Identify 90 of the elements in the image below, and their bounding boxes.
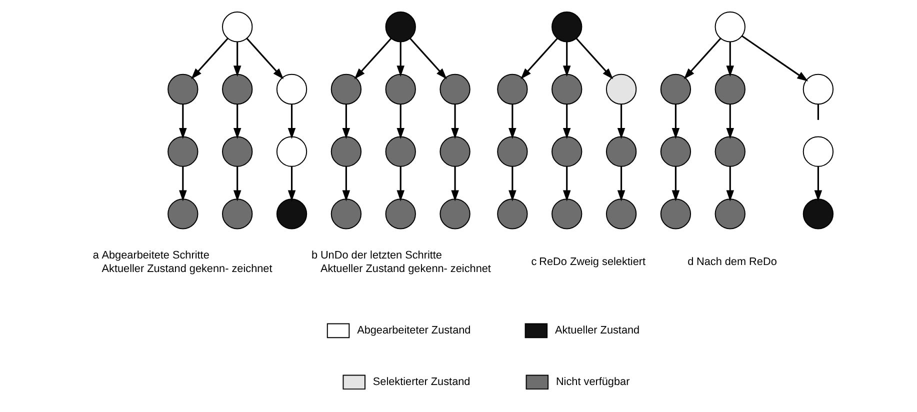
node-circle [276,198,308,230]
node-circle [802,136,834,167]
arrow [396,104,404,140]
node-circle [222,198,253,230]
node-circle [385,136,416,167]
node-circle [385,198,416,230]
label: Nach dem ReDo [696,256,777,268]
arrow [179,166,187,202]
arrow [342,104,350,140]
legend-label: Abgearbeiteter Zustand [357,324,471,336]
legend-label: Aktueller Zustand [554,324,640,336]
arrow [672,166,680,202]
node-circle [385,74,416,105]
node-circle [660,198,692,230]
legend-label: Selektierter Zustand [372,376,470,388]
arrow [726,104,734,140]
label: ReDo Zweig selektiert [539,256,646,268]
arrow [726,166,734,202]
arrow [576,38,614,80]
node-circle [497,136,528,167]
arrow [672,104,680,140]
node-circle [714,198,746,230]
label: c [531,256,537,268]
node-circle [168,198,198,230]
arrow [684,38,722,80]
node-circle [660,74,692,105]
arrow [354,38,392,80]
node-circle [660,136,692,167]
arrow [562,104,571,140]
node-circle [552,136,582,167]
arrow [179,104,187,140]
node-circle [440,74,470,105]
arrow [617,104,626,140]
arrow [288,166,296,202]
node-circle [552,12,582,42]
node-circle [497,198,528,230]
label: Aktueller Zustand gekenn- zeichnet [320,263,491,276]
arrow [233,104,242,140]
node-circle [714,74,746,105]
arrow [451,166,459,202]
arrow [246,38,284,80]
node-circle [440,198,470,230]
node-circle [330,74,362,105]
node-circle [222,136,253,167]
arrow [508,104,516,140]
arrow [562,42,571,77]
node-circle [714,12,746,42]
arrow [396,42,404,77]
arrow [191,38,228,80]
node-circle [385,12,416,42]
arrow [562,166,571,202]
node-circle [168,74,198,105]
node-circle [276,136,308,167]
node-circle [714,136,746,167]
node-circle [552,198,582,230]
node-circle [330,136,362,167]
connector [817,104,819,120]
arrow [396,166,404,202]
node-circle [222,74,253,105]
arrow [726,42,734,77]
arrow [233,42,242,77]
arrow [508,166,516,202]
arrow [742,35,808,82]
node-circle [802,198,834,230]
node-circle [606,136,637,167]
label: UnDo der letzten Schritte [320,249,442,262]
node-circle [606,198,637,230]
label: Abgearbeitete Schritte [102,249,210,262]
arrow [288,104,296,140]
arrow [451,104,459,140]
label: d [688,256,694,268]
node-circle [276,74,308,105]
arrow [617,166,626,202]
node-circle [330,198,362,230]
node-circle [802,74,834,105]
arrow [233,166,242,202]
node-circle [552,74,582,105]
node-circle [440,136,470,167]
legend-label: Nicht verfügbar [556,376,630,388]
label: b [312,249,318,262]
node-circle [222,12,253,42]
label: a [92,249,99,262]
node-circle [168,136,198,167]
arrow [410,38,447,80]
arrow [342,166,350,202]
label: Aktueller Zustand gekenn- zeichnet [102,263,272,276]
arrow [814,166,822,202]
arrow [520,38,558,80]
node-circle [606,74,637,105]
node-circle [497,74,528,105]
